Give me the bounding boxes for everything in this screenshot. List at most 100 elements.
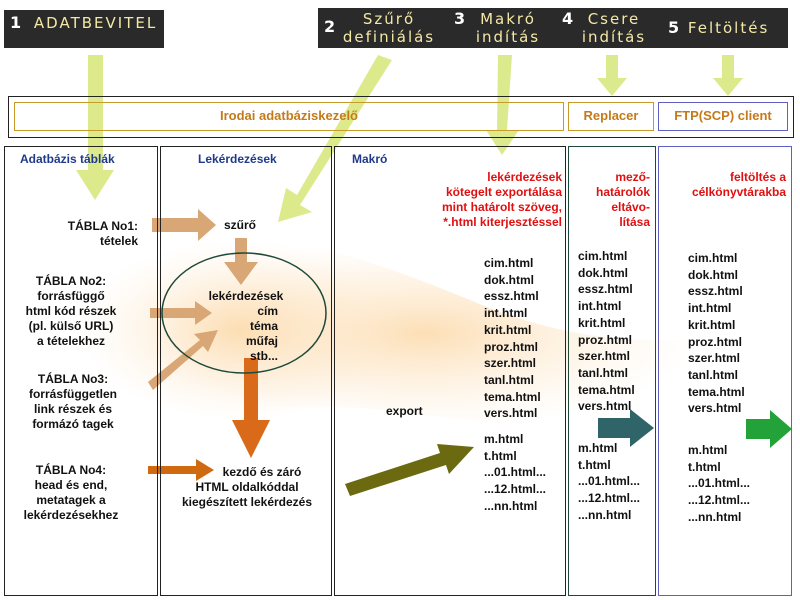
file-item: int.html xyxy=(688,301,732,316)
table-3: TÁBLA No3: forrásfüggetlen link részek é… xyxy=(28,372,117,431)
table4-to-bottom-arrow xyxy=(148,459,214,481)
file-item: dok.html xyxy=(484,272,534,287)
file-item: essz.html xyxy=(484,289,539,304)
file-item: ...01.html... xyxy=(578,474,641,489)
step-text: ADATBEVITEL xyxy=(33,14,158,32)
queries-ellipse-text: lekérdezések cím téma műfaj stb... xyxy=(208,289,284,363)
replacer-column xyxy=(568,146,656,596)
file-item: t.html xyxy=(484,448,517,463)
file-item: krit.html xyxy=(484,322,532,337)
step-text-line1: Szűrő xyxy=(362,10,416,28)
step-text-line2: indítás xyxy=(581,28,647,46)
ftp-note: feltöltés a célkönyvtárakba xyxy=(691,170,786,199)
macro-column-title: Makró xyxy=(352,152,388,166)
step-1-label: 1 ADATBEVITEL xyxy=(4,10,164,48)
export-arrow xyxy=(345,444,474,496)
file-item: dok.html xyxy=(578,265,628,280)
tables-column xyxy=(4,146,158,596)
file-item: essz.html xyxy=(688,284,743,299)
replacer-label: Replacer xyxy=(568,102,654,131)
office-database-manager-label: Irodai adatbáziskezelő xyxy=(14,102,564,131)
step-4-label: 4 Csere indítás xyxy=(558,8,662,48)
export-label: export xyxy=(386,404,423,418)
file-item: szer.html xyxy=(484,356,537,371)
file-item: szer.html xyxy=(688,351,741,366)
macro-file-list: cim.html dok.html essz.html int.html kri… xyxy=(484,255,541,422)
file-item: tanl.html xyxy=(688,367,738,382)
ftp-file-list: cim.html dok.html essz.html int.html kri… xyxy=(688,250,745,417)
file-item: tema.html xyxy=(484,389,541,404)
application-header-frame xyxy=(8,96,794,138)
queries-column xyxy=(160,146,332,596)
macro-file-list-2: m.html t.html ...01.html... ...12.html..… xyxy=(484,431,546,515)
step-number: 3 xyxy=(454,9,466,28)
file-item: ...12.html... xyxy=(688,493,751,508)
file-item: m.html xyxy=(578,441,618,455)
file-item: tanl.html xyxy=(578,365,628,380)
replacer-file-list-2: m.html t.html ...01.html... ...12.html..… xyxy=(578,440,640,524)
file-item: ...nn.html xyxy=(688,509,742,524)
replacer-file-list: cim.html dok.html essz.html int.html kri… xyxy=(578,248,635,415)
step4-arrow xyxy=(597,55,627,96)
file-item: vers.html xyxy=(578,399,632,414)
ftp-column xyxy=(658,146,792,596)
file-item: ...nn.html xyxy=(578,507,632,522)
table-1: TÁBLA No1: tételek xyxy=(67,219,138,248)
file-item: ...01.html... xyxy=(484,465,547,480)
step-text-line1: Csere xyxy=(587,10,641,28)
ellipse-to-bottom-arrow xyxy=(232,358,270,458)
file-item: proz.html xyxy=(484,339,538,354)
file-item: vers.html xyxy=(484,406,538,421)
file-item: vers.html xyxy=(688,401,742,416)
completed-query-label: kezdő és záró HTML oldalkóddal kiegészít… xyxy=(181,465,313,509)
step5-arrow xyxy=(713,55,743,96)
tables-column-title: Adatbázis táblák xyxy=(20,152,115,166)
replacer-note: mező- határolók eltávo- lítása xyxy=(595,170,650,229)
ftp-client-label: FTP(SCP) client xyxy=(658,102,788,131)
file-item: t.html xyxy=(688,459,721,474)
file-item: essz.html xyxy=(578,282,633,297)
file-item: krit.html xyxy=(578,315,626,330)
file-item: cim.html xyxy=(688,251,738,265)
step-number: 2 xyxy=(324,17,336,36)
step-text-line2: indítás xyxy=(475,28,541,46)
step-number: 1 xyxy=(10,13,22,32)
step-number: 4 xyxy=(562,9,574,28)
file-item: cim.html xyxy=(578,249,628,263)
replacer-to-ftp-arrow xyxy=(598,409,654,447)
file-item: ...12.html... xyxy=(578,491,641,506)
queries-ellipse xyxy=(161,252,327,374)
step-number: 5 xyxy=(668,18,680,37)
step-text: Feltöltés xyxy=(687,19,770,37)
ftp-upload-arrow xyxy=(746,410,792,448)
table3-to-ellipse-arrow xyxy=(148,330,218,390)
macro-column xyxy=(334,146,566,596)
file-item: int.html xyxy=(578,299,622,314)
file-item: m.html xyxy=(484,432,524,446)
file-item: cim.html xyxy=(484,256,534,270)
file-item: tema.html xyxy=(578,382,635,397)
file-item: ...01.html... xyxy=(688,476,751,491)
filter-to-ellipse-arrow xyxy=(224,238,258,285)
table-2: TÁBLA No2: forrásfüggő html kód részek (… xyxy=(25,274,117,348)
file-item: tanl.html xyxy=(484,372,534,387)
ftp-file-list-2: m.html t.html ...01.html... ...12.html..… xyxy=(688,442,750,526)
step-2-label: 2 Szűrő definiálás xyxy=(318,8,450,48)
file-item: t.html xyxy=(578,457,611,472)
table-4: TÁBLA No4: head és end, metatagek a leké… xyxy=(23,463,119,522)
file-item: int.html xyxy=(484,306,528,321)
file-item: ...nn.html xyxy=(484,498,538,513)
step1-arrow xyxy=(76,55,114,200)
file-item: ...12.html... xyxy=(484,482,547,497)
table1-to-filter-arrow xyxy=(152,209,216,241)
file-item: m.html xyxy=(688,443,728,457)
file-item: proz.html xyxy=(578,332,632,347)
step-text-line1: Makró xyxy=(480,10,536,28)
file-item: szer.html xyxy=(578,349,631,364)
step-5-label: 5 Feltöltés xyxy=(662,8,788,48)
table2-to-ellipse-arrow xyxy=(150,301,212,325)
filter-label: szűrő xyxy=(224,218,257,232)
file-item: dok.html xyxy=(688,267,738,282)
queries-column-title: Lekérdezések xyxy=(198,152,277,166)
step-3-label: 3 Makró indítás xyxy=(450,8,558,48)
